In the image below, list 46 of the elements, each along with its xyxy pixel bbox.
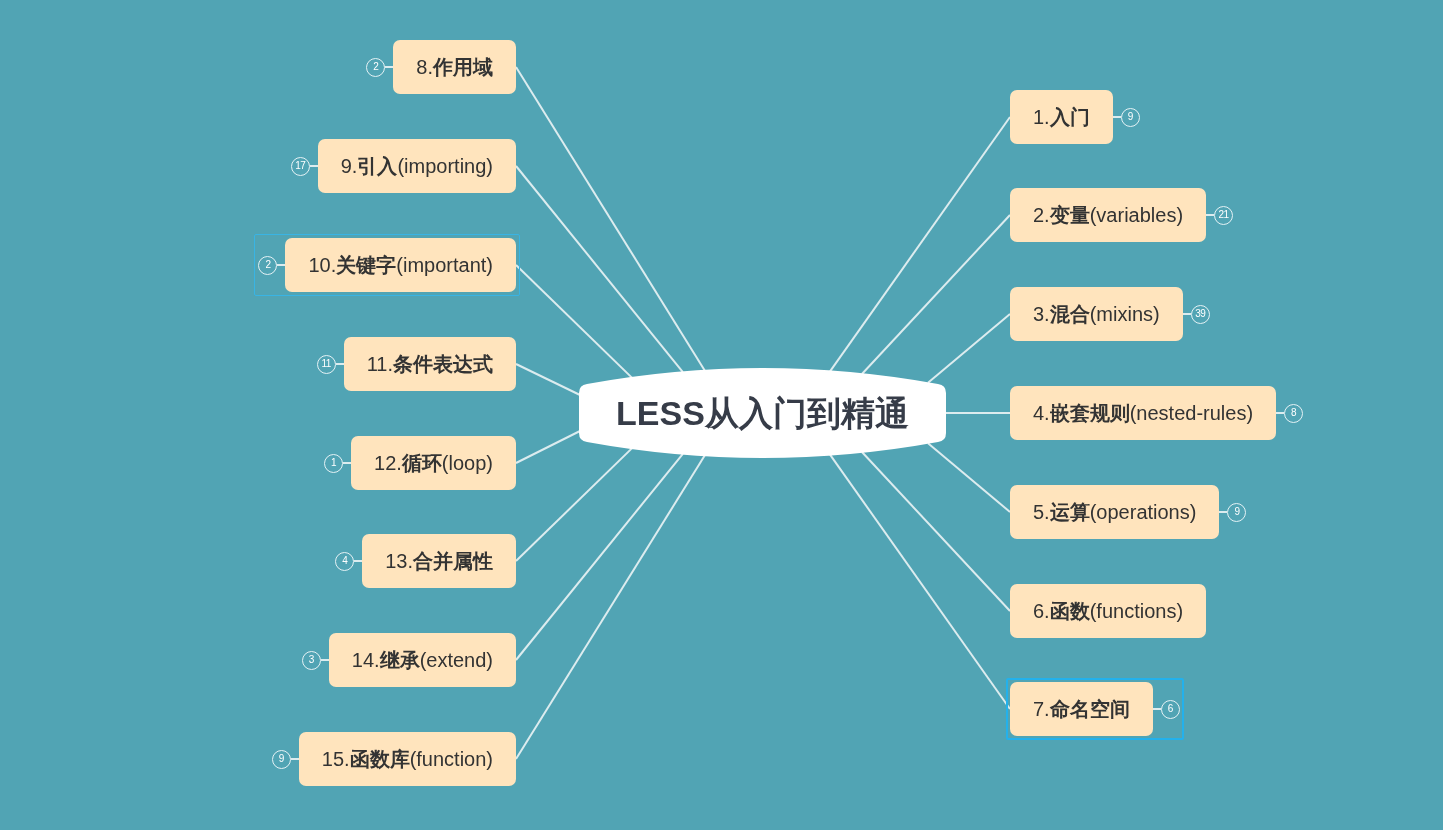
topic-box (1010, 584, 1207, 638)
topic-box (298, 732, 516, 786)
branch-line (927, 313, 1011, 384)
topic-label: 13.合并属性 (385, 549, 493, 574)
topic-box (343, 337, 516, 391)
branch-line (515, 452, 684, 661)
central-topic (579, 368, 946, 458)
branch-line (860, 214, 1011, 375)
topic-label: 14.继承(extend) (351, 648, 493, 673)
topic-box (1010, 386, 1277, 440)
topic-box (1010, 90, 1113, 144)
topic-label: 9.引入(importing) (340, 154, 493, 179)
branch-line (829, 116, 1011, 373)
topic-label: 10.关键字(important) (308, 253, 493, 278)
topic-label: 3.混合(mixins) (1033, 302, 1160, 327)
branch-line (515, 264, 633, 379)
topic-label: 1.入门 (1033, 105, 1090, 130)
topic-box (317, 139, 516, 193)
branch-line (515, 363, 581, 396)
branch-line (515, 165, 684, 374)
branch-line (927, 442, 1011, 513)
topic-label: 4.嵌套规则(nested-rules) (1033, 401, 1254, 426)
topic-label: 7.命名空间 (1033, 697, 1130, 722)
branch-line (515, 430, 581, 464)
topic-label: 2.变量(variables) (1033, 203, 1184, 228)
branch-line (515, 447, 633, 562)
topic-box (1010, 485, 1220, 539)
topic-label: 15.函数库(function) (321, 747, 493, 772)
topic-label: 12.循环(loop) (374, 451, 493, 476)
branch-line (515, 454, 706, 760)
topic-label: 6.函数(functions) (1033, 599, 1184, 624)
topic-label: 8.作用域 (416, 55, 493, 80)
branch-line (860, 451, 1011, 612)
topic-label: 5.运算(operations) (1033, 500, 1197, 525)
topic-box (351, 436, 516, 490)
central-topic-label: LESS从入门到精通 (616, 392, 909, 434)
topic-box (1010, 682, 1153, 736)
topic-box (285, 238, 516, 292)
topic-box (328, 633, 516, 687)
topic-box (1010, 188, 1207, 242)
topic-box (362, 534, 516, 588)
topic-box (1010, 287, 1183, 341)
topic-label: 11.条件表达式 (366, 352, 493, 377)
branch-line (829, 453, 1011, 710)
branch-line (515, 66, 706, 372)
topic-box (393, 40, 516, 94)
